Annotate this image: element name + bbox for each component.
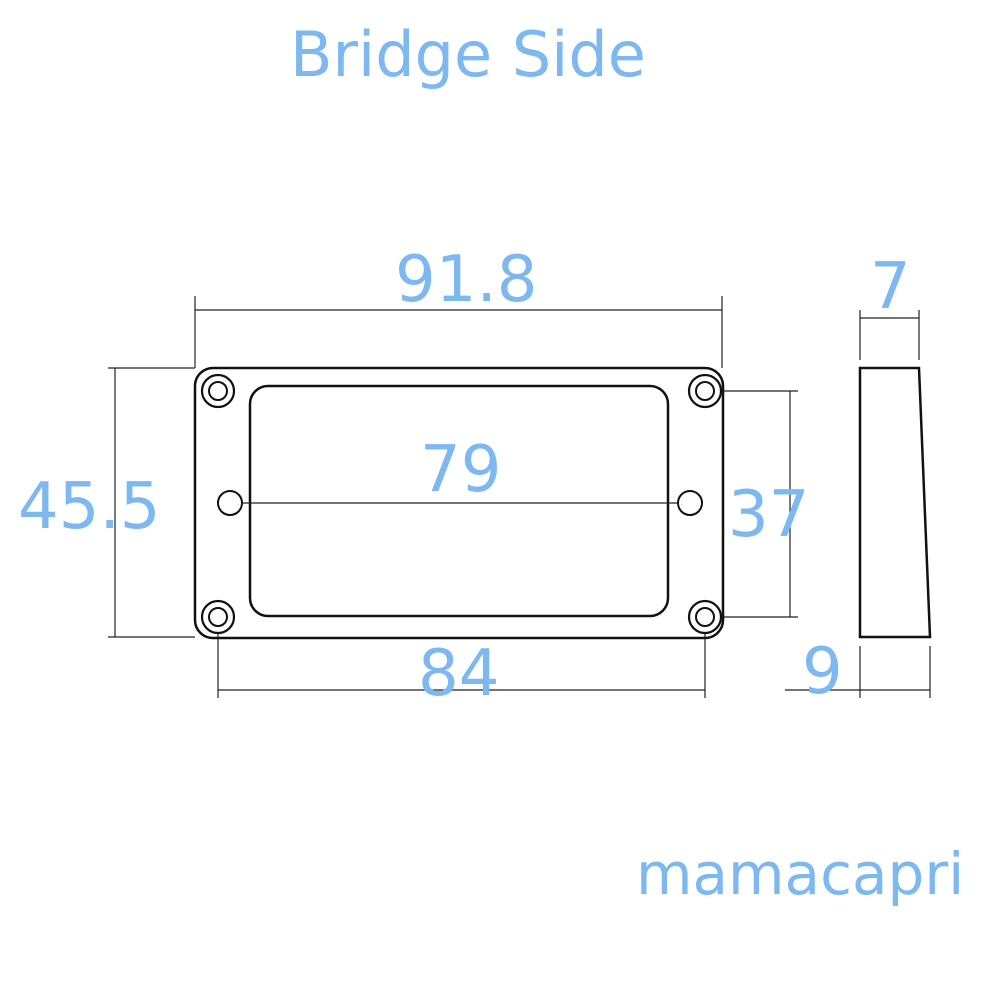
dim-label-inner-hole-spacing: 79 [420, 433, 502, 507]
dim-line-overall-width [194, 296, 723, 368]
ring-outer-outline [193, 366, 725, 640]
dim-label-bottom-thickness: 9 [802, 635, 843, 709]
dim-label-screw-horizontal: 84 [418, 637, 500, 711]
dim-label-overall-width: 91.8 [395, 243, 538, 317]
dim-label-screw-vertical: 37 [728, 478, 810, 552]
dim-label-top-thickness: 7 [870, 250, 911, 324]
screw-hole-top-left [200, 373, 236, 409]
screw-hole-bottom-right [687, 599, 723, 635]
side-profile [858, 366, 932, 639]
ring-inner-opening [248, 384, 670, 618]
dim-line-bottom-thickness [785, 646, 931, 698]
screw-hole-bottom-left [200, 599, 236, 635]
page-title: Bridge Side [290, 18, 646, 91]
brand-watermark: mamacapri [636, 840, 965, 908]
pickup-hole-left [217, 490, 243, 516]
dim-line-top-thickness [859, 310, 920, 360]
screw-hole-top-right [687, 373, 723, 409]
pickup-hole-right [677, 490, 703, 516]
dim-line-overall-height [108, 367, 195, 638]
dim-label-overall-height: 45.5 [18, 470, 161, 544]
